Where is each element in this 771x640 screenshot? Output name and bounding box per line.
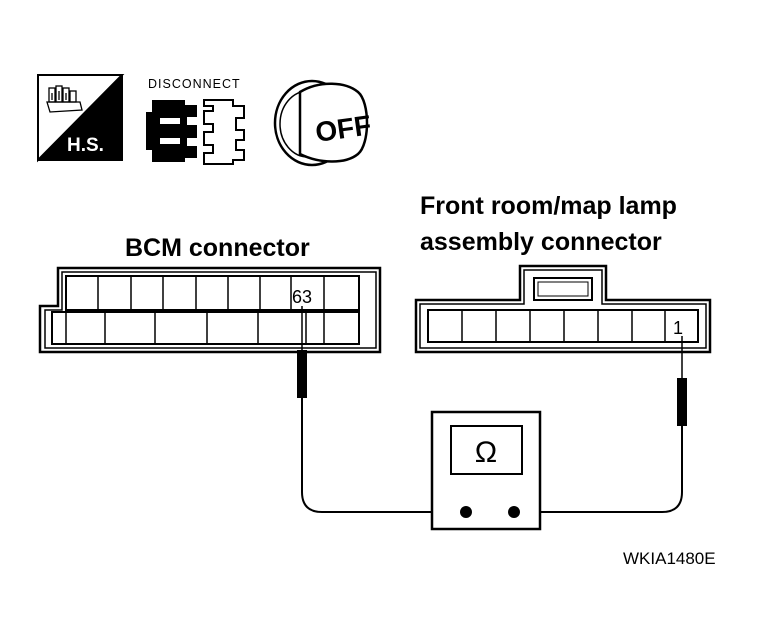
figure-id: WKIA1480E [623,549,716,568]
harness-sensor-icon: H.S. [37,74,125,163]
hs-label: H.S. [67,135,104,156]
lamp-connector-title-line1: Front room/map lamp [420,192,677,220]
lamp-pin-label: 1 [673,318,683,338]
ohm-symbol: Ω [475,436,497,469]
lamp-connector [414,264,712,354]
ignition-off-icon: OFF [273,79,373,167]
disconnect-icon: DISCONNECT [146,77,245,165]
lamp-connector-title-line2: assembly connector [420,228,662,256]
disconnect-label: DISCONNECT [148,77,241,91]
bcm-pin-label: 63 [292,287,312,307]
bcm-connector [38,266,382,354]
off-label: OFF [313,109,373,147]
test-leads [297,306,687,513]
bcm-connector-title: BCM connector [125,234,310,262]
ohmmeter [430,410,542,531]
